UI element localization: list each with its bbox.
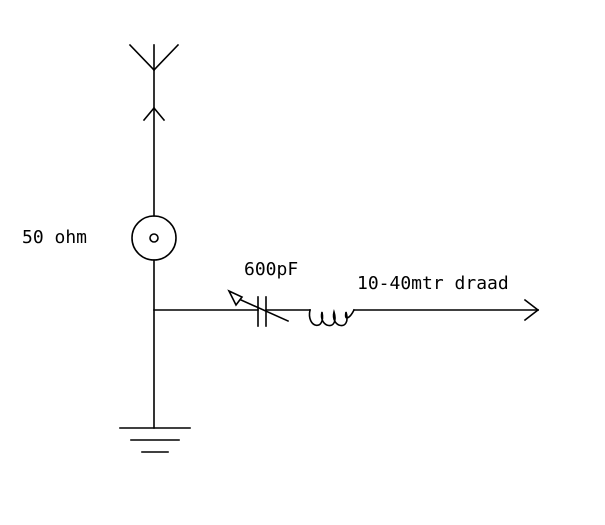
ground-icon <box>119 427 191 453</box>
wire-length-label: 10-40mtr draad <box>357 273 509 294</box>
inductor-icon <box>308 308 356 327</box>
capacitor-label: 600pF <box>244 259 298 280</box>
variable-capacitor-icon <box>227 289 290 327</box>
right-arrow-icon <box>523 298 540 322</box>
coax-connector-icon <box>131 215 177 261</box>
antenna-icon <box>128 43 180 72</box>
impedance-label: 50 ohm <box>22 227 87 248</box>
up-arrow-icon <box>142 106 166 122</box>
